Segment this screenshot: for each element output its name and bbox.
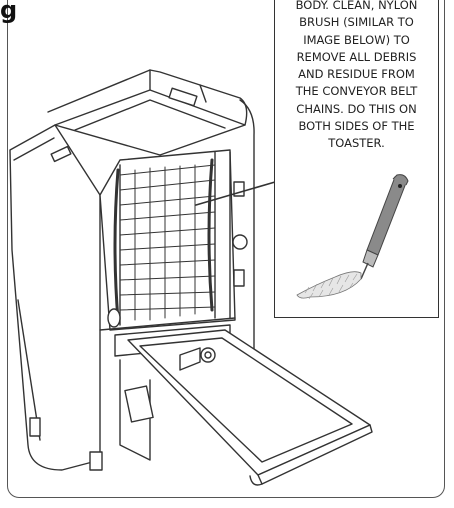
callout-text: BODY. CLEAN, NYLON BRUSH (SIMILAR TO IMA…: [295, 0, 418, 151]
nylon-brush-icon: [296, 174, 409, 300]
corner-glyph: g: [0, 0, 18, 24]
instruction-callout: BODY. CLEAN, NYLON BRUSH (SIMILAR TO IMA…: [274, 0, 439, 318]
figure-frame: [7, 0, 445, 498]
